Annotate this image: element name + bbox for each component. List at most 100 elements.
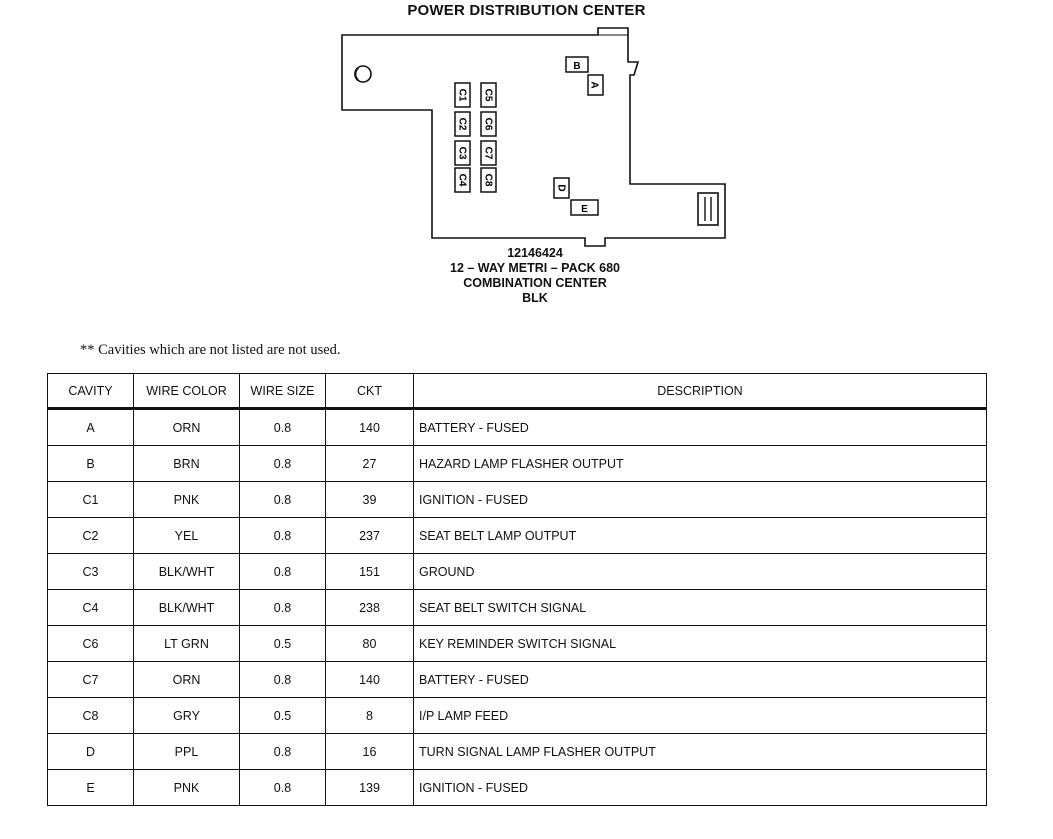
connector-name: COMBINATION CENTER <box>463 276 607 290</box>
cell-wire-color: LT GRN <box>133 625 240 662</box>
page-title: POWER DISTRIBUTION CENTER <box>407 2 646 19</box>
cavity-c3-box <box>454 140 471 166</box>
cell-wire-color: BRN <box>133 445 240 482</box>
cavity-c1-box <box>454 82 471 108</box>
pinout-table: CAVITY WIRE COLOR WIRE SIZE CKT DESCRIPT… <box>47 373 987 806</box>
cell-description: IGNITION - FUSED <box>413 769 987 806</box>
cell-cavity: C6 <box>47 625 134 662</box>
cell-wire-color: PPL <box>133 733 240 770</box>
cell-wire-color: ORN <box>133 408 240 446</box>
header-description: DESCRIPTION <box>413 373 987 410</box>
cell-wire-size: 0.8 <box>239 733 326 770</box>
table-row: E PNK 0.8 139 IGNITION - FUSED <box>47 769 987 806</box>
connector-color: BLK <box>522 291 548 305</box>
table-row: C4 BLK/WHT 0.8 238 SEAT BELT SWITCH SIGN… <box>47 589 987 626</box>
cavity-label-c4: C4 <box>457 174 468 187</box>
cavity-label-a: A <box>589 81 600 88</box>
header-cavity: CAVITY <box>47 373 134 410</box>
cell-wire-color: PNK <box>133 769 240 806</box>
cell-ckt: 139 <box>325 769 414 806</box>
connector-diagram: B A C1 C2 C3 C4 C5 C6 C7 C8 D E <box>341 27 726 247</box>
connector-housing-outline <box>341 27 726 247</box>
cell-cavity: A <box>47 408 134 446</box>
cell-description: GROUND <box>413 553 987 590</box>
cell-cavity: D <box>47 733 134 770</box>
table-row: C6 LT GRN 0.5 80 KEY REMINDER SWITCH SIG… <box>47 625 987 662</box>
cell-description: TURN SIGNAL LAMP FLASHER OUTPUT <box>413 733 987 770</box>
cell-cavity: C2 <box>47 517 134 554</box>
cell-wire-size: 0.8 <box>239 769 326 806</box>
cell-ckt: 27 <box>325 445 414 482</box>
cavity-e-box <box>570 199 599 216</box>
cell-wire-color: PNK <box>133 481 240 518</box>
mounting-hole-icon <box>354 65 372 83</box>
part-number: 12146424 <box>507 246 563 260</box>
cavity-c4-box <box>454 167 471 193</box>
cell-cavity: B <box>47 445 134 482</box>
connector-type: 12 – WAY METRI – PACK 680 <box>450 261 620 275</box>
cavity-c7-box <box>480 140 497 166</box>
cell-description: BATTERY - FUSED <box>413 408 987 446</box>
table-row: C8 GRY 0.5 8 I/P LAMP FEED <box>47 697 987 734</box>
cell-wire-size: 0.8 <box>239 589 326 626</box>
cell-wire-size: 0.8 <box>239 517 326 554</box>
cell-wire-color: BLK/WHT <box>133 553 240 590</box>
latch-icon <box>697 192 719 226</box>
cell-ckt: 8 <box>325 697 414 734</box>
cell-description: I/P LAMP FEED <box>413 697 987 734</box>
table-row: B BRN 0.8 27 HAZARD LAMP FLASHER OUTPUT <box>47 445 987 482</box>
cell-cavity: C3 <box>47 553 134 590</box>
header-wire-size: WIRE SIZE <box>239 373 326 410</box>
header-wire-color: WIRE COLOR <box>133 373 240 410</box>
cell-wire-size: 0.8 <box>239 481 326 518</box>
cell-cavity: C4 <box>47 589 134 626</box>
cavity-label-c1: C1 <box>457 89 468 102</box>
cell-cavity: C8 <box>47 697 134 734</box>
cell-wire-color: ORN <box>133 661 240 698</box>
cell-cavity: E <box>47 769 134 806</box>
cavity-label-c7: C7 <box>483 147 494 160</box>
cell-cavity: C7 <box>47 661 134 698</box>
cell-wire-color: BLK/WHT <box>133 589 240 626</box>
cell-ckt: 140 <box>325 408 414 446</box>
cavity-label-c3: C3 <box>457 147 468 160</box>
cell-cavity: C1 <box>47 481 134 518</box>
cavity-d-box <box>553 177 570 199</box>
cell-description: HAZARD LAMP FLASHER OUTPUT <box>413 445 987 482</box>
cell-description: IGNITION - FUSED <box>413 481 987 518</box>
unused-cavities-note: ** Cavities which are not listed are not… <box>80 342 341 358</box>
table-row: C1 PNK 0.8 39 IGNITION - FUSED <box>47 481 987 518</box>
cavity-label-c8: C8 <box>483 174 494 187</box>
cavity-label-c5: C5 <box>483 89 494 102</box>
cavity-a-box <box>587 74 604 96</box>
header-ckt: CKT <box>325 373 414 410</box>
cell-wire-size: 0.8 <box>239 445 326 482</box>
cell-description: KEY REMINDER SWITCH SIGNAL <box>413 625 987 662</box>
cavity-b-box <box>565 56 589 73</box>
table-row: C2 YEL 0.8 237 SEAT BELT LAMP OUTPUT <box>47 517 987 554</box>
table-row: A ORN 0.8 140 BATTERY - FUSED <box>47 408 987 446</box>
cell-wire-color: YEL <box>133 517 240 554</box>
cavity-label-b: B <box>573 61 580 72</box>
cell-description: SEAT BELT SWITCH SIGNAL <box>413 589 987 626</box>
table-row: C7 ORN 0.8 140 BATTERY - FUSED <box>47 661 987 698</box>
cell-wire-size: 0.8 <box>239 553 326 590</box>
cavity-label-c6: C6 <box>483 118 494 131</box>
cell-wire-size: 0.5 <box>239 697 326 734</box>
cavity-label-d: D <box>556 184 567 191</box>
cavity-label-e: E <box>581 204 588 215</box>
cell-ckt: 151 <box>325 553 414 590</box>
cavity-c6-box <box>480 111 497 137</box>
cell-wire-color: GRY <box>133 697 240 734</box>
cell-description: SEAT BELT LAMP OUTPUT <box>413 517 987 554</box>
cavity-c8-box <box>480 167 497 193</box>
cell-ckt: 237 <box>325 517 414 554</box>
cell-ckt: 80 <box>325 625 414 662</box>
cavity-c5-box <box>480 82 497 108</box>
connector-caption: 12146424 12 – WAY METRI – PACK 680 COMBI… <box>330 246 740 306</box>
cell-ckt: 238 <box>325 589 414 626</box>
cell-description: BATTERY - FUSED <box>413 661 987 698</box>
cell-ckt: 16 <box>325 733 414 770</box>
table-row: C3 BLK/WHT 0.8 151 GROUND <box>47 553 987 590</box>
cell-wire-size: 0.5 <box>239 625 326 662</box>
